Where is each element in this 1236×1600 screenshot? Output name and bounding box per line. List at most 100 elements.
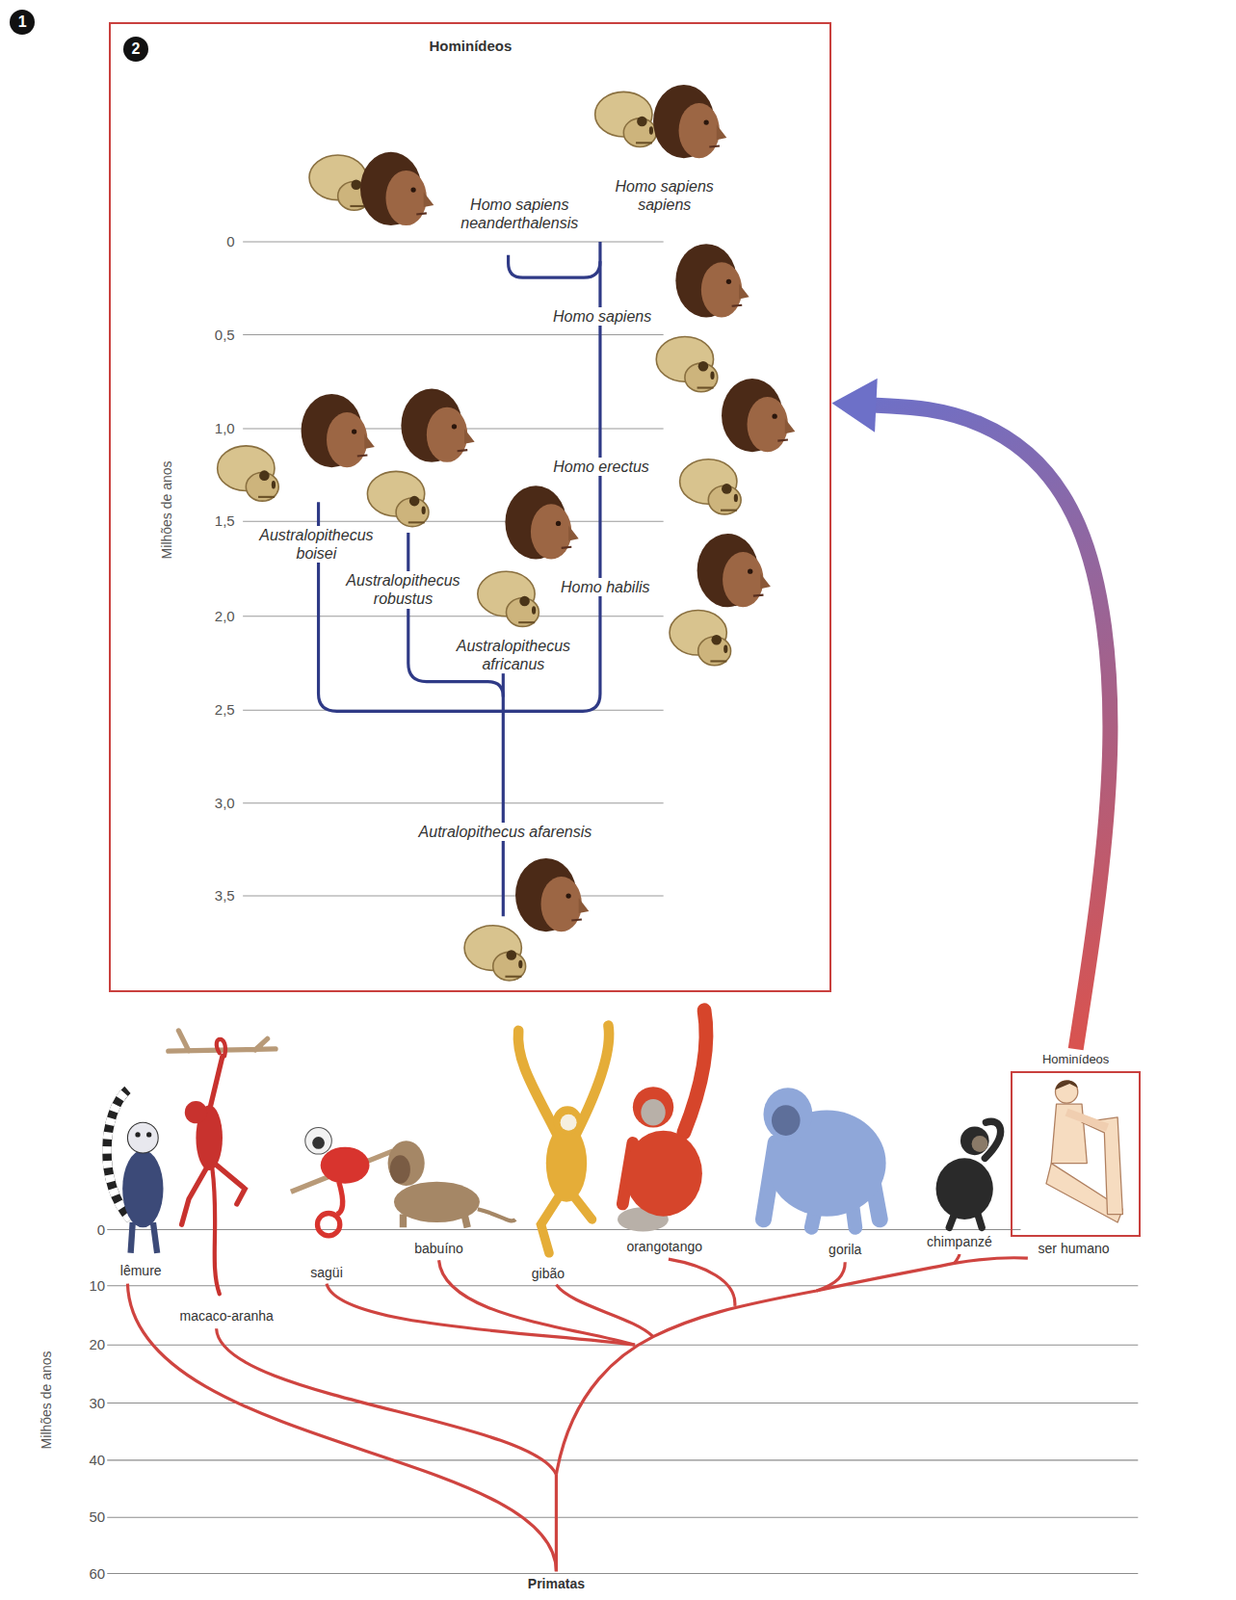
hominid-portraits-part [477, 571, 540, 627]
gibbon-figure-part [546, 1124, 587, 1203]
primate-tree-part [668, 1259, 736, 1307]
callout-number-text: 1 [9, 9, 35, 35]
human-figure-part [1081, 1117, 1123, 1215]
primate-tree-part [555, 1258, 1027, 1475]
animal-name: orangotango [624, 1238, 705, 1256]
species-label-text: Homo erectus [552, 457, 650, 476]
marmoset-figure-part [320, 1147, 370, 1184]
inset-grid-part [242, 802, 663, 804]
species-label: Autralopithecus afarensis [416, 822, 596, 842]
callout-number: 1 [9, 9, 35, 35]
animal-name-text: chimpanzé [926, 1234, 993, 1251]
root-label-text: Primatas [527, 1576, 585, 1593]
animal-name: chimpanzé [924, 1234, 995, 1251]
human-figure-part [1066, 1112, 1107, 1129]
hominid-portraits-part [367, 471, 429, 526]
primate-tree-part [216, 1328, 557, 1474]
gorilla-figure-part [771, 1104, 801, 1136]
hominid-portraits-part [515, 858, 589, 932]
lemur-figure-part [122, 1150, 163, 1229]
primate-grid-part [106, 1402, 1138, 1404]
lemur-figure-part [127, 1122, 158, 1154]
callout-number: 2 [123, 36, 149, 62]
spider-monkey-figure-part [184, 1101, 208, 1124]
gibbon-figure-part [552, 1105, 582, 1135]
primate-grid-part [106, 1285, 1138, 1287]
primate-tree-part [554, 1474, 558, 1573]
axis-tick: 50 [88, 1508, 106, 1526]
hominid-portraits-part [595, 91, 658, 147]
primate-tree-part [326, 1284, 635, 1346]
primate-grid-part [106, 1229, 1021, 1231]
gorilla-figure-part [762, 1087, 813, 1141]
species-label-text: Australopithecus africanus [446, 636, 580, 674]
hominid-portraits-part [680, 459, 742, 515]
axis-tick: 2,0 [214, 607, 236, 626]
species-label: Homo sapiens [550, 307, 655, 326]
hominid-portraits-part [675, 243, 749, 317]
primate-tree-part [439, 1260, 635, 1345]
species-label: Homo sapiens sapiens [607, 177, 722, 214]
orangutan-figure-part [640, 1099, 665, 1127]
hominid-portraits [217, 84, 796, 981]
spider-monkey-figure-part [216, 1039, 226, 1056]
species-label: Homo habilis [557, 578, 653, 597]
marmoset-figure-part [312, 1136, 325, 1150]
baboon-figure-part [390, 1155, 411, 1184]
species-label-text: Homo sapiens sapiens [610, 177, 719, 214]
animal-name-text: macaco-aranha [180, 1308, 274, 1325]
axis-tick-text: 0 [226, 233, 235, 251]
human-figure-part [1054, 1080, 1078, 1104]
animal-name: ser humano [1036, 1240, 1112, 1258]
arrow-head [831, 378, 877, 433]
marmoset-figure [290, 1128, 394, 1236]
primate-tree-part [127, 1284, 556, 1573]
chimpanzee-figure-part [936, 1157, 994, 1220]
species-label-text: Australopithecus robustus [336, 571, 471, 608]
chimpanzee-figure-part [960, 1126, 990, 1156]
human-figure-part [1054, 1080, 1078, 1091]
baboon-figure-part [388, 1140, 425, 1186]
axis-tick: 20 [88, 1336, 106, 1354]
axis-title: Milhões de anos [37, 1351, 54, 1450]
chimpanzee-figure-part [972, 1135, 989, 1153]
axis-tick: 40 [88, 1451, 106, 1470]
species-label: Australopithecus africanus [443, 636, 583, 674]
hominid-portraits-part [653, 84, 727, 158]
animal-name: macaco-aranha [178, 1308, 276, 1325]
axis-tick: 3,0 [214, 794, 236, 813]
hominid-portraits-part [669, 609, 732, 665]
box-heading: Hominídeos [1042, 1049, 1109, 1067]
species-label: Homo erectus [550, 457, 653, 476]
orangutan-figure-part [624, 1130, 703, 1217]
hominid-box: Hominídeos [1010, 1049, 1142, 1237]
axis-tick: 0 [97, 1221, 106, 1239]
hominid-portraits-part [697, 533, 771, 607]
hominid-portraits-part [464, 925, 526, 981]
animal-name: babuíno [412, 1240, 466, 1258]
axis-tick: 30 [88, 1394, 106, 1413]
gibbon-figure [518, 1025, 609, 1254]
callout-number-text: 2 [123, 36, 149, 62]
lemur-figure-part [146, 1131, 152, 1137]
spider-monkey-figure [168, 1030, 276, 1294]
species-label-text: Australopithecus boisei [249, 525, 384, 563]
arrow-shaft [871, 405, 1110, 1051]
axis-tick: 1,5 [214, 512, 236, 530]
chimpanzee-figure-part [984, 1121, 1000, 1158]
axis-tick-text: 1,5 [214, 512, 236, 530]
hominid-tree-part [501, 673, 505, 917]
axis-title: Milhões de anos [157, 461, 175, 560]
marmoset-figure-part [305, 1128, 333, 1156]
root-label: Primatas [527, 1576, 585, 1593]
inset-grid [242, 241, 663, 896]
animal-name: sagüi [308, 1264, 344, 1282]
axis-tick: 60 [88, 1565, 106, 1583]
baboon-figure-part [477, 1209, 516, 1221]
hominid-portraits-part [400, 389, 474, 463]
hominid-portraits-part [721, 378, 795, 452]
orangutan-figure-part [683, 1010, 707, 1133]
panel-title: Hominídeos [428, 37, 512, 54]
axis-tick: 2,5 [214, 701, 236, 719]
